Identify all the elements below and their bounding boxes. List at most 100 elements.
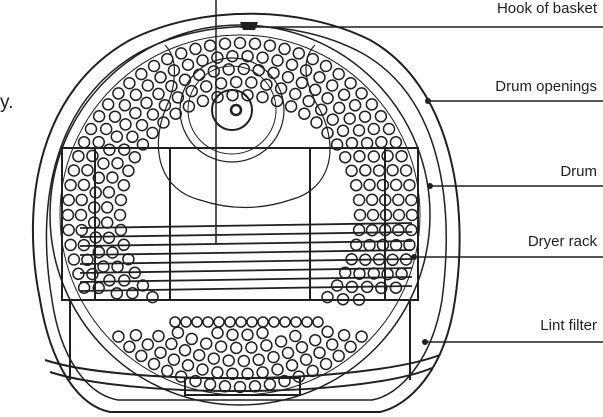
drum-opening bbox=[136, 138, 150, 151]
drum-opening bbox=[241, 88, 254, 102]
drum-opening bbox=[337, 88, 351, 102]
drum-opening bbox=[245, 341, 258, 354]
label-hook-of-basket: Hook of basket bbox=[496, 0, 597, 17]
drum-opening bbox=[129, 88, 143, 102]
drum-opening bbox=[274, 335, 288, 348]
drum-opening bbox=[403, 178, 416, 192]
dryer-rack-bars bbox=[79, 222, 413, 292]
drum-opening bbox=[171, 91, 185, 104]
drum-opening bbox=[301, 316, 313, 328]
drum-opening bbox=[332, 101, 346, 115]
drum-opening bbox=[405, 208, 419, 222]
drum-opening bbox=[338, 150, 352, 164]
drum-opening bbox=[389, 281, 403, 294]
drum-opening bbox=[284, 100, 298, 113]
drum-opening bbox=[382, 122, 396, 136]
drum-opening bbox=[344, 76, 357, 90]
drum-opening bbox=[376, 178, 390, 192]
drum-opening bbox=[114, 193, 128, 207]
drum-opening bbox=[321, 325, 334, 339]
drum-opening bbox=[345, 136, 359, 150]
drum-opening bbox=[365, 223, 379, 237]
drum-opening bbox=[185, 84, 198, 98]
drum-opening bbox=[289, 87, 302, 101]
drum-opening bbox=[191, 316, 203, 328]
drum-opening bbox=[345, 164, 358, 178]
drum-opening bbox=[92, 135, 105, 149]
label-drum: Drum bbox=[560, 163, 597, 180]
drum-opening bbox=[128, 150, 142, 164]
drum-opening bbox=[260, 78, 273, 91]
drum-opening bbox=[237, 354, 251, 368]
drum-opening bbox=[154, 346, 167, 359]
drum-opening bbox=[367, 150, 381, 163]
drum-opening bbox=[256, 51, 269, 64]
drum-opening bbox=[381, 149, 394, 163]
drum-opening bbox=[237, 62, 251, 76]
rack-bar bbox=[79, 240, 413, 247]
drum-opening bbox=[136, 279, 150, 292]
drum-opening bbox=[343, 112, 356, 125]
drum-opening bbox=[113, 208, 127, 222]
drum-opening bbox=[267, 66, 280, 80]
drum-opening bbox=[257, 316, 269, 328]
drum-opening bbox=[126, 130, 139, 144]
drum-opening bbox=[174, 47, 188, 60]
drum-opening bbox=[353, 150, 366, 163]
drum-opening bbox=[84, 122, 98, 136]
drum-opening bbox=[372, 164, 386, 177]
drum-opening bbox=[196, 363, 209, 376]
drum-opening bbox=[62, 223, 75, 237]
drum-opening bbox=[252, 353, 265, 367]
drum-opening bbox=[229, 75, 243, 89]
drum-opening bbox=[233, 380, 247, 394]
drum-opening bbox=[192, 68, 206, 82]
drum-opening bbox=[196, 54, 209, 67]
drum-opening bbox=[77, 136, 91, 149]
drum-opening bbox=[97, 157, 110, 170]
drum-opening bbox=[111, 156, 124, 170]
drum-opening bbox=[211, 51, 224, 64]
hub-outer bbox=[179, 57, 285, 163]
cropped-text-fragment: y. bbox=[0, 92, 14, 113]
drum-opening bbox=[263, 39, 277, 52]
drum-opening bbox=[122, 164, 135, 178]
drum-opening bbox=[123, 340, 136, 354]
drum-opening bbox=[260, 339, 273, 352]
drum-opening bbox=[114, 223, 128, 237]
drum-opening bbox=[67, 253, 81, 266]
drum-opening bbox=[395, 149, 408, 163]
drum-opening bbox=[348, 99, 362, 112]
drum-opening bbox=[349, 178, 363, 192]
drum-opening bbox=[211, 326, 224, 340]
drum-opening bbox=[75, 193, 88, 207]
drum-opening bbox=[214, 77, 228, 90]
drum-opening bbox=[61, 208, 75, 222]
drum-opening bbox=[358, 110, 372, 123]
drum-opening bbox=[313, 346, 326, 359]
drum-opening bbox=[319, 59, 333, 73]
drum-opening bbox=[92, 110, 106, 123]
drum-opening bbox=[180, 316, 192, 328]
drum-opening bbox=[169, 107, 182, 120]
drum-opening bbox=[308, 333, 322, 347]
drum-opening bbox=[321, 91, 334, 105]
drum-opening bbox=[375, 135, 388, 149]
drum-opening bbox=[241, 49, 254, 63]
drum-opening bbox=[278, 42, 291, 56]
drum-opening bbox=[92, 245, 106, 259]
drum-opening bbox=[181, 359, 195, 372]
lint-filter bbox=[44, 354, 441, 396]
drum-opening bbox=[141, 79, 155, 92]
drum-opening bbox=[375, 281, 388, 295]
drum-opening bbox=[178, 343, 192, 357]
drum-opening bbox=[241, 328, 254, 342]
drum-opening bbox=[319, 357, 333, 371]
drum-opening bbox=[189, 374, 202, 388]
drum-opening bbox=[169, 316, 181, 328]
drum-opening bbox=[101, 98, 115, 111]
drum-opening bbox=[112, 87, 125, 100]
drum-opening bbox=[100, 201, 114, 214]
drum-opening bbox=[365, 98, 379, 111]
drum-opening bbox=[298, 107, 311, 120]
